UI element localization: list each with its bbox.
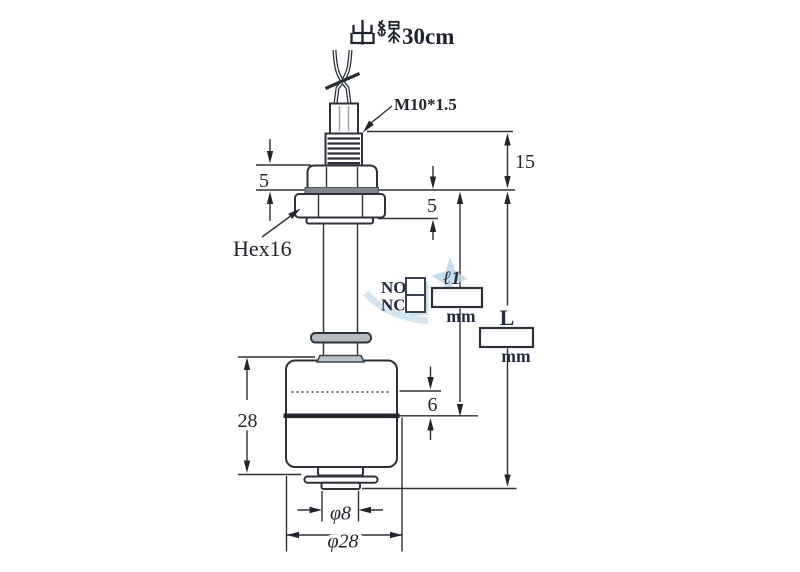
thread-callout: M10*1.5: [363, 95, 457, 133]
l1-unit: mm: [446, 306, 476, 326]
dim-5-left-label: 5: [259, 170, 269, 192]
dim-15-label: 15: [515, 151, 535, 173]
dim-6: 6: [427, 366, 438, 440]
watermark-sparkle: [431, 257, 468, 299]
dim-28-label: 28: [238, 410, 258, 432]
stopper-ring: [310, 332, 372, 344]
dim-5-right: 5: [427, 166, 437, 240]
l-label: L: [500, 305, 515, 330]
l1-field: ℓ1 mm: [430, 268, 484, 326]
nc-label: NC: [381, 296, 406, 315]
page-title: 30cm: [350, 19, 454, 49]
dim-l1: [456, 191, 464, 417]
disc-stack: [303, 466, 379, 491]
l-input-box[interactable]: [478, 326, 535, 349]
dim-dia8-label: φ8: [330, 503, 351, 525]
dim-15: 15: [504, 133, 535, 189]
hex-leader-arrow: [288, 208, 301, 219]
contact-type-form: NO NC: [381, 277, 426, 315]
dim-dia28-label: φ28: [327, 531, 358, 553]
wire-tie: [324, 72, 361, 90]
hex-callout: Hex16: [233, 208, 301, 261]
title-suffix: 30cm: [402, 24, 454, 49]
lead-wires: [324, 49, 361, 104]
dim-5-right-label: 5: [427, 195, 437, 217]
nc-checkbox[interactable]: [405, 294, 426, 313]
float-cap: [315, 354, 366, 363]
wire-left-core: [333, 49, 351, 104]
thread-section: [324, 132, 363, 168]
thread-label: M10*1.5: [394, 95, 457, 114]
washer: [305, 216, 374, 225]
no-label: NO: [381, 278, 407, 297]
dim-5-left: 5: [259, 139, 274, 221]
reference-lines: [238, 130, 517, 490]
title-char-chu: [350, 19, 375, 45]
dim-l: [504, 191, 511, 487]
watermark-swoosh: [363, 290, 429, 325]
cable-sleeve: [329, 102, 359, 135]
stem: [322, 223, 359, 356]
hex-nut-upper: [306, 164, 378, 191]
dim-28: 28: [234, 357, 261, 473]
l-field: L mm: [478, 305, 535, 366]
dim-6-label: 6: [428, 394, 438, 416]
l1-input-box[interactable]: [430, 286, 484, 309]
no-checkbox[interactable]: [405, 277, 426, 296]
wire-right-core: [334, 49, 352, 104]
l1-label: ℓ1: [443, 268, 461, 289]
dim-dia8: φ8: [297, 491, 383, 525]
dim-dia28: φ28: [285, 417, 403, 556]
thread-leader-arrow: [363, 120, 374, 133]
hex-label: Hex16: [233, 236, 292, 261]
hex-nut-lower: [294, 193, 386, 219]
l-unit: mm: [501, 346, 531, 366]
title-char-xian: [377, 19, 401, 44]
